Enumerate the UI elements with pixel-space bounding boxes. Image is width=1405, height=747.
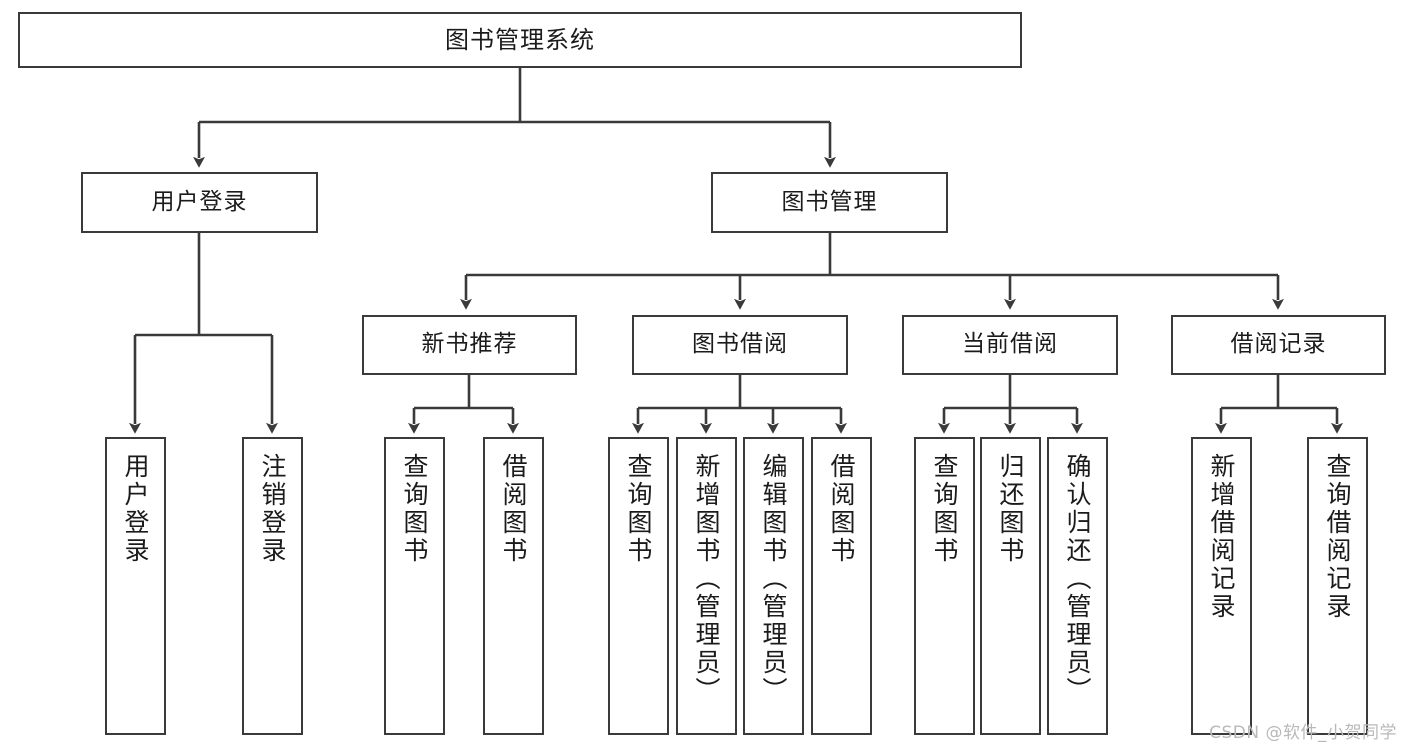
node-label: 归还图书: [996, 453, 1025, 565]
node-label: 图书管理: [781, 188, 878, 215]
leaf-new-book-query[interactable]: 查询图书: [384, 437, 445, 735]
leaf-user-login-signout[interactable]: 注销登录: [242, 437, 303, 735]
node-label: 图书管理系统: [445, 25, 595, 54]
node-root-system[interactable]: 图书管理系统: [18, 12, 1022, 68]
leaf-book-borrow-query[interactable]: 查询图书: [608, 437, 669, 735]
csdn-watermark: CSDN @软件_小贺同学: [1209, 723, 1397, 743]
leaf-borrow-record-add[interactable]: 新增借阅记录: [1191, 437, 1252, 735]
node-label: 查询借阅记录: [1323, 453, 1352, 621]
leaf-book-borrow-edit[interactable]: 编辑图书（管理员）: [743, 437, 804, 735]
leaf-new-book-borrow[interactable]: 借阅图书: [483, 437, 544, 735]
node-label: 注销登录: [258, 453, 287, 565]
node-label: 用户登录: [121, 453, 150, 565]
node-book-management[interactable]: 图书管理: [711, 172, 948, 233]
leaf-current-borrow-confirm[interactable]: 确认归还（管理员）: [1047, 437, 1108, 735]
leaf-book-borrow-lend[interactable]: 借阅图书: [811, 437, 872, 735]
node-label: 查询图书: [400, 453, 429, 565]
node-label: 借阅图书: [499, 453, 528, 565]
node-label: 新增图书（管理员）: [692, 453, 721, 705]
node-label: 新增借阅记录: [1207, 453, 1236, 621]
leaf-borrow-record-query[interactable]: 查询借阅记录: [1307, 437, 1368, 735]
node-label: 新书推荐: [421, 331, 518, 358]
node-label: 查询图书: [930, 453, 959, 565]
node-label: 编辑图书（管理员）: [759, 453, 788, 705]
leaf-current-borrow-return[interactable]: 归还图书: [980, 437, 1041, 735]
node-label: 借阅记录: [1230, 331, 1327, 358]
node-user-login[interactable]: 用户登录: [81, 172, 318, 233]
node-label: 借阅图书: [827, 453, 856, 565]
leaf-current-borrow-query[interactable]: 查询图书: [914, 437, 975, 735]
leaf-user-login-signin[interactable]: 用户登录: [105, 437, 166, 735]
node-new-book-recommend[interactable]: 新书推荐: [362, 315, 577, 375]
node-label: 图书借阅: [692, 331, 788, 358]
node-label: 查询图书: [624, 453, 653, 565]
node-label: 当前借阅: [962, 331, 1058, 358]
node-current-borrow[interactable]: 当前借阅: [902, 315, 1118, 375]
leaf-book-borrow-add[interactable]: 新增图书（管理员）: [676, 437, 737, 735]
node-borrow-record[interactable]: 借阅记录: [1171, 315, 1386, 375]
node-book-borrow[interactable]: 图书借阅: [632, 315, 848, 375]
node-label: 确认归还（管理员）: [1063, 453, 1092, 705]
node-label: 用户登录: [151, 188, 248, 215]
